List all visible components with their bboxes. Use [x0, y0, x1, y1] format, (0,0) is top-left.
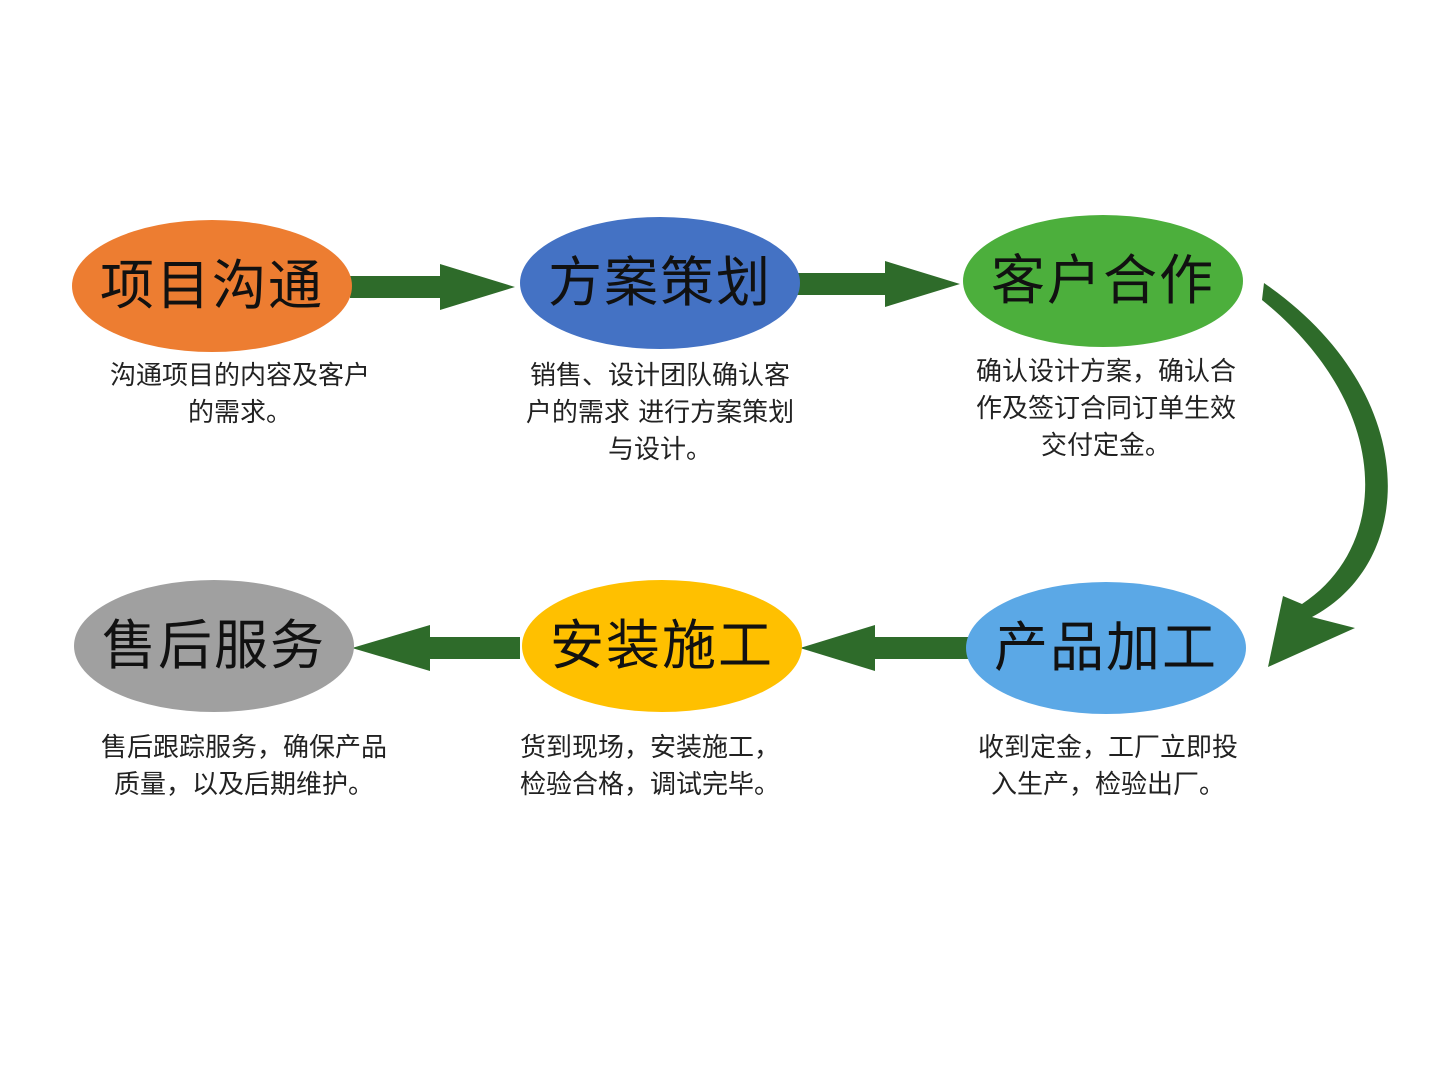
step-description-3: 确认设计方案，确认合 作及签订合同订单生效 交付定金。 — [975, 357, 1236, 461]
arrow-left-2 — [352, 625, 520, 671]
step-after-sales-service: 售后服务 — [74, 580, 354, 712]
step-product-processing: 产品加工 — [966, 582, 1246, 714]
step-project-communication: 项目沟通 — [72, 220, 352, 352]
arrow-left-1 — [800, 625, 968, 671]
step-title: 安装施工 — [550, 614, 774, 677]
step-title: 方案策划 — [548, 251, 772, 314]
step-title: 产品加工 — [994, 616, 1218, 679]
step-description-4: 收到定金，工厂立即投 入生产，检验出厂。 — [977, 733, 1238, 800]
step-title: 客户合作 — [991, 249, 1215, 312]
step-description-6: 售后跟踪服务，确保产品 质量，以及后期维护。 — [100, 733, 387, 800]
arrow-curve-down — [1262, 283, 1388, 667]
step-installation: 安装施工 — [522, 580, 802, 712]
step-description-1: 沟通项目的内容及客户 的需求。 — [109, 361, 370, 428]
step-description-2: 销售、设计团队确认客 户的需求 进行方案策划 与设计。 — [525, 361, 795, 465]
arrow-right-1 — [350, 264, 515, 310]
step-title: 售后服务 — [102, 614, 326, 677]
step-client-cooperation: 客户合作 — [963, 215, 1243, 347]
step-title: 项目沟通 — [100, 254, 324, 317]
arrow-right-2 — [797, 261, 960, 307]
step-description-5: 货到现场，安装施工， 检验合格，调试完毕。 — [519, 733, 780, 800]
step-solution-planning: 方案策划 — [520, 217, 800, 349]
